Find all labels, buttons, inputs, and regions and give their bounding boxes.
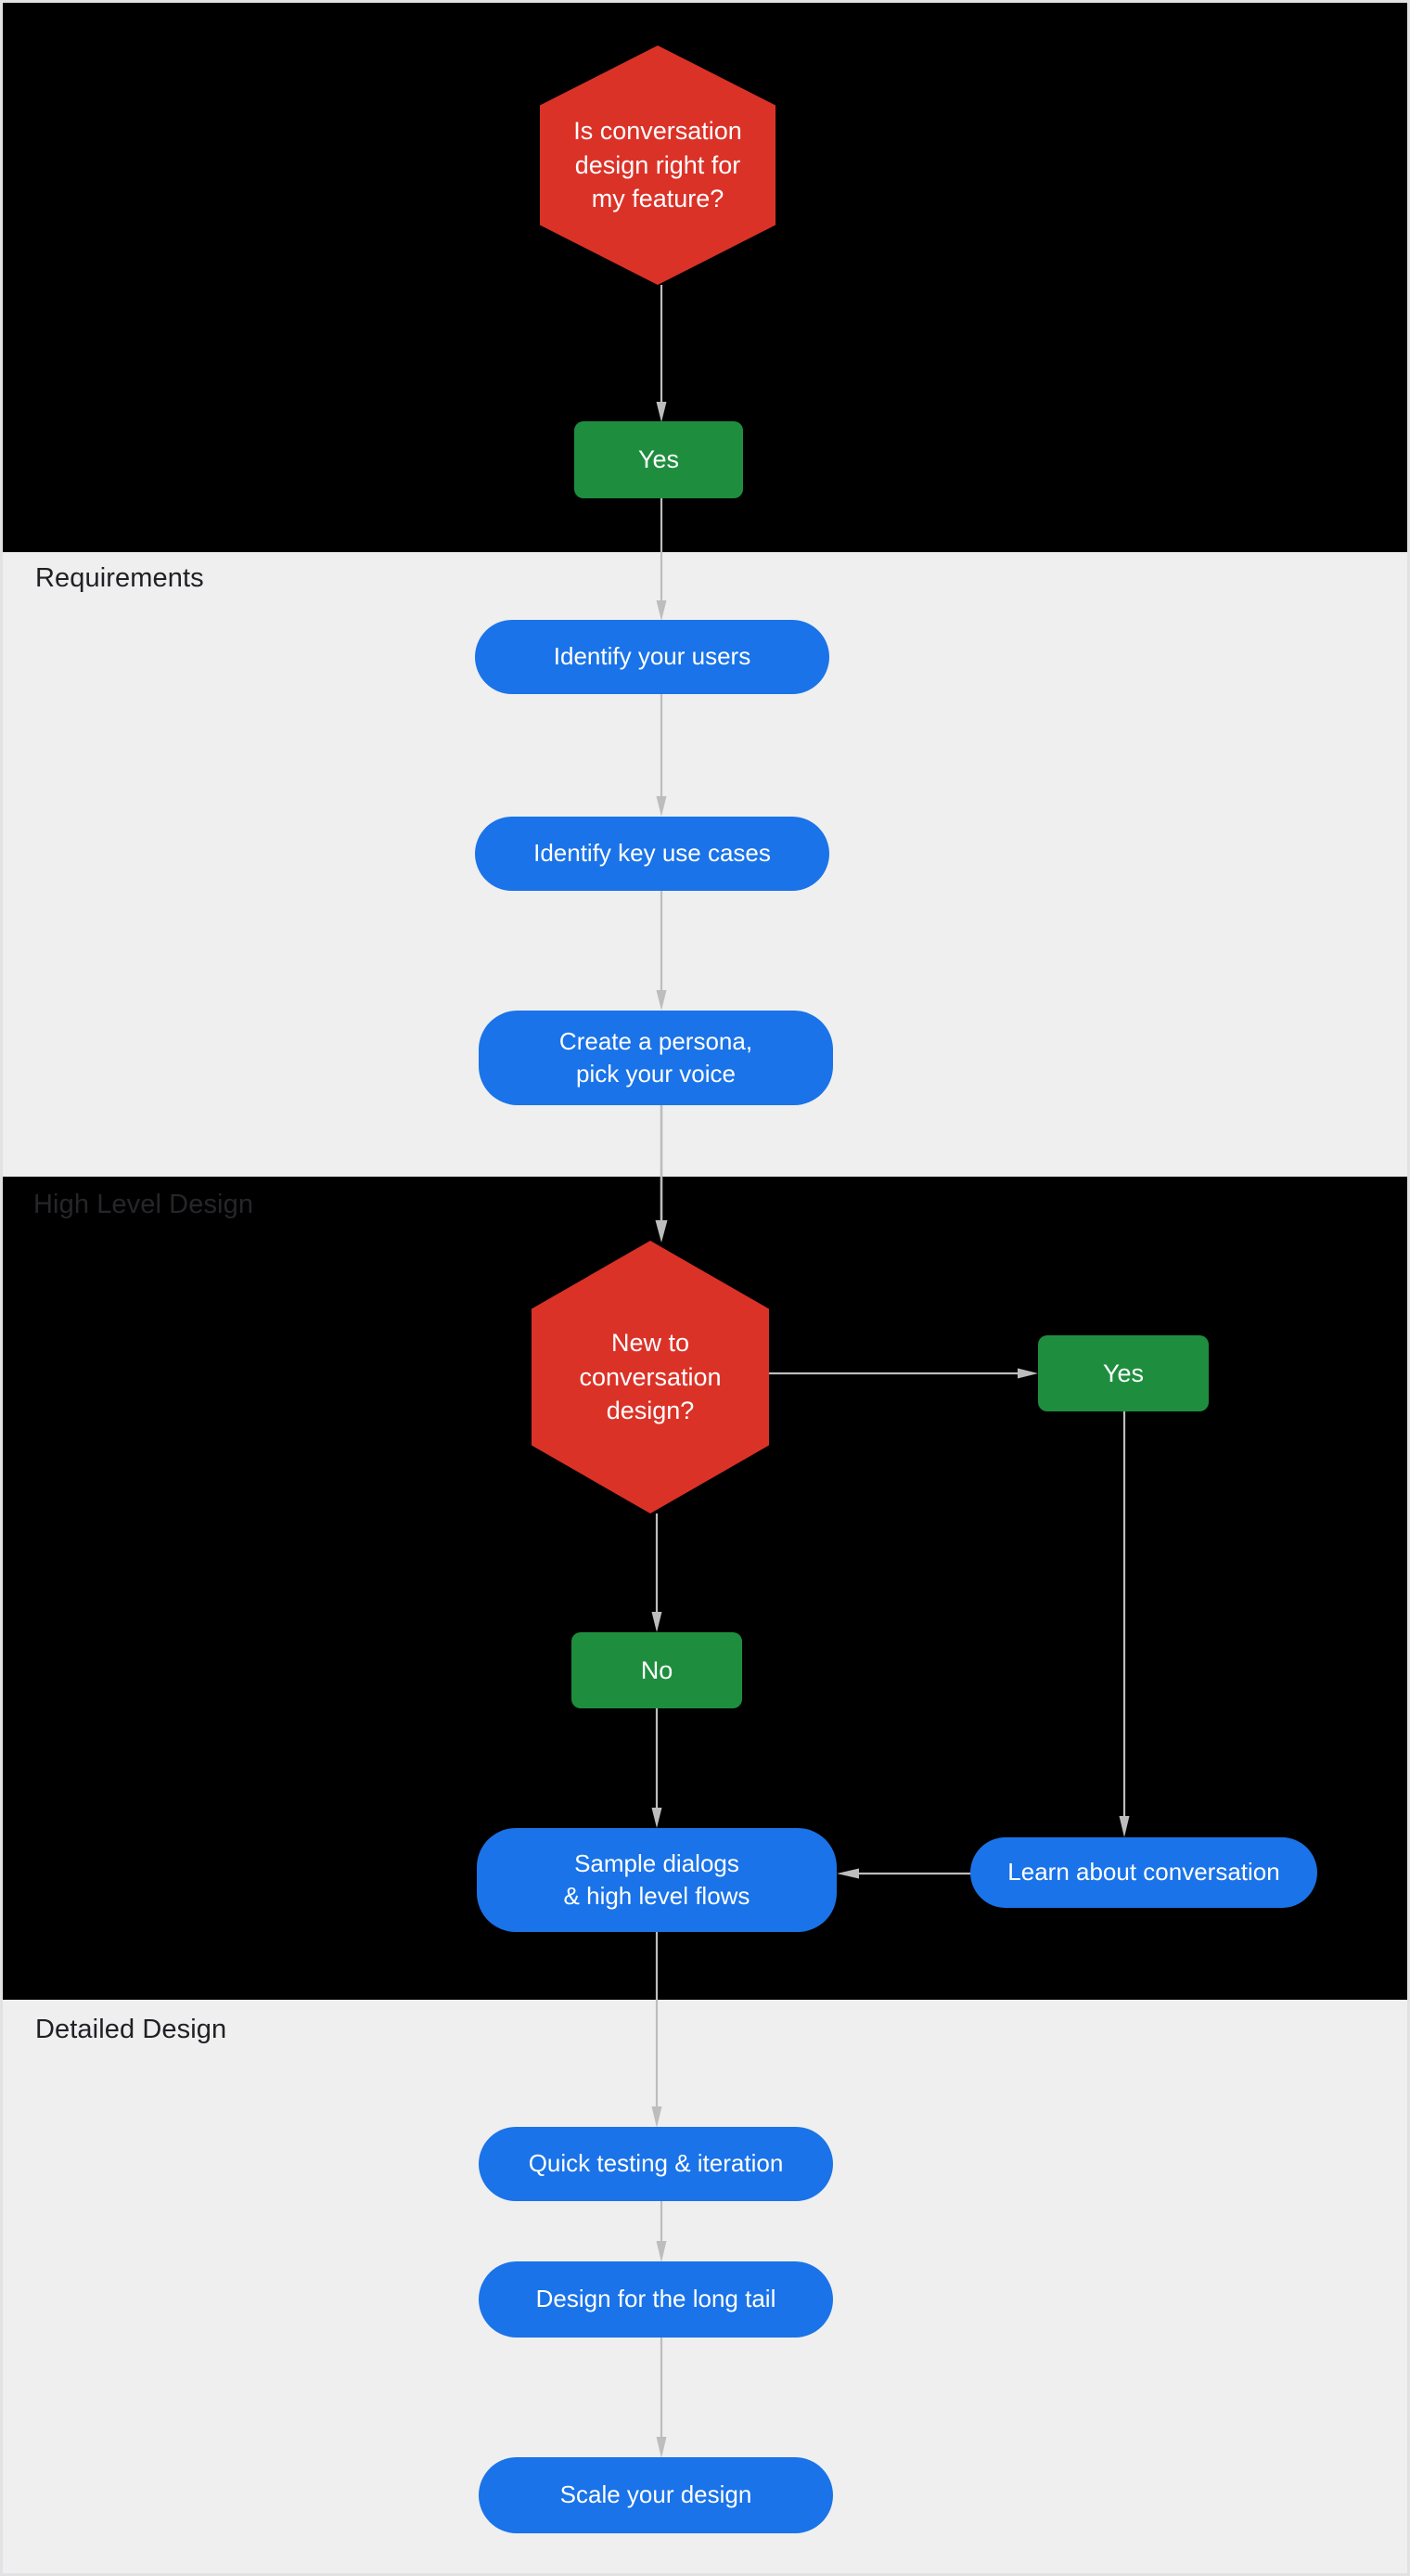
- terminator-yes-right[interactable]: Yes: [1038, 1335, 1209, 1411]
- connector-sample-dialogs-to-quick-testing: [647, 1932, 667, 2130]
- terminator-label: Yes: [637, 445, 680, 474]
- step-label: Sample dialogs & high level flows: [563, 1848, 750, 1910]
- step-label: Create a persona, pick your voice: [558, 1026, 753, 1088]
- connector-new-to-cd-to-no: [647, 1513, 667, 1634]
- connector-new-to-cd-to-yes-right: [769, 1363, 1040, 1384]
- connector-yes-to-identify-users: [651, 498, 672, 623]
- decision-new-to-conversation-design[interactable]: New to conversation design?: [532, 1241, 769, 1513]
- terminator-no[interactable]: No: [571, 1632, 742, 1708]
- step-sample-dialogs-and-high-level-flows[interactable]: Sample dialogs & high level flows: [477, 1828, 837, 1932]
- decision-label: Is conversation design right for my feat…: [573, 117, 742, 213]
- step-create-a-persona-pick-your-voice[interactable]: Create a persona, pick your voice: [479, 1011, 833, 1105]
- step-design-for-the-long-tail[interactable]: Design for the long tail: [479, 2261, 833, 2338]
- step-quick-testing-and-iteration[interactable]: Quick testing & iteration: [479, 2127, 833, 2201]
- step-scale-your-design[interactable]: Scale your design: [479, 2457, 833, 2533]
- connector-feature-to-yes: [651, 285, 672, 424]
- connector-create-persona-to-new-to-cd: [651, 1105, 672, 1244]
- step-label: Scale your design: [559, 2480, 752, 2509]
- step-label: Quick testing & iteration: [528, 2149, 784, 2178]
- connector-learn-about-to-sample-dialogs: [835, 1863, 974, 1884]
- step-learn-about-conversation[interactable]: Learn about conversation: [970, 1837, 1317, 1908]
- section-label-detailed-design: Detailed Design: [35, 2015, 227, 2044]
- step-label: Identify your users: [553, 642, 751, 671]
- connector-use-cases-to-create-persona: [651, 891, 672, 1012]
- connector-quick-testing-to-design-long-tail: [651, 2201, 672, 2264]
- step-label: Learn about conversation: [1007, 1858, 1280, 1887]
- terminator-label: No: [640, 1655, 673, 1684]
- decision-label: New to conversation design?: [579, 1329, 722, 1425]
- connector-yes-right-to-learn-about: [1114, 1411, 1134, 1839]
- connector-identify-users-to-use-cases: [651, 694, 672, 818]
- step-label: Identify key use cases: [533, 839, 771, 868]
- step-identify-key-use-cases[interactable]: Identify key use cases: [475, 817, 829, 891]
- terminator-label: Yes: [1102, 1359, 1145, 1387]
- section-label-high-level-design: High Level Design: [33, 1190, 254, 1219]
- connector-no-to-sample-dialogs: [647, 1708, 667, 1830]
- terminator-yes-top[interactable]: Yes: [574, 421, 743, 498]
- section-label-requirements: Requirements: [35, 563, 204, 593]
- step-identify-your-users[interactable]: Identify your users: [475, 620, 829, 694]
- connector-design-long-tail-to-scale-design: [651, 2338, 672, 2460]
- step-label: Design for the long tail: [535, 2285, 776, 2313]
